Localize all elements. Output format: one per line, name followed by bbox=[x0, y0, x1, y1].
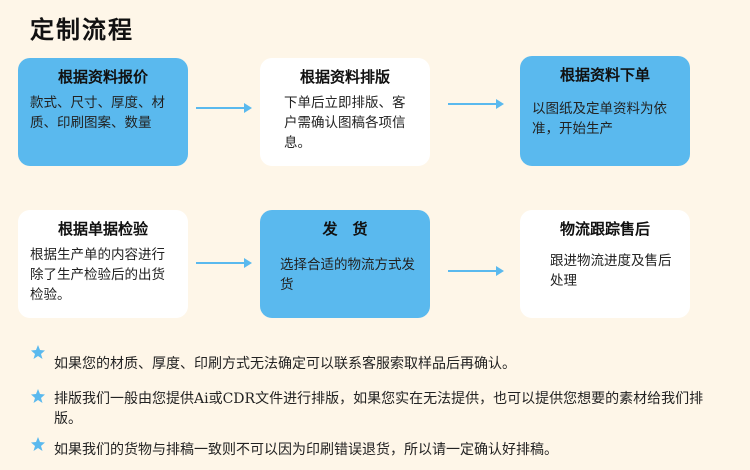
puzzle-star-icon bbox=[31, 389, 45, 403]
step-body: 跟进物流进度及售后处理 bbox=[550, 253, 672, 289]
flow-arrow bbox=[196, 258, 252, 268]
step-body: 款式、尺寸、厚度、材质、印刷图案、数量 bbox=[30, 95, 165, 131]
puzzle-star-icon bbox=[31, 437, 45, 451]
step-body: 下单后立即排版、客户需确认图稿各项信息。 bbox=[284, 95, 406, 151]
step-heading: 根据资料下单 bbox=[559, 66, 650, 84]
step-aftersales-box: 物流跟踪售后 跟进物流进度及售后处理 bbox=[520, 210, 690, 318]
step-heading: 根据资料排版 bbox=[299, 68, 390, 86]
step-heading: 物流跟踪售后 bbox=[559, 220, 650, 238]
flow-arrow bbox=[196, 103, 252, 113]
step-layout-box: 根据资料排版 下单后立即排版、客户需确认图稿各项信息。 bbox=[260, 58, 430, 166]
step-body: 选择合适的物流方式发货 bbox=[280, 257, 415, 293]
step-quote-box: 根据资料报价 款式、尺寸、厚度、材质、印刷图案、数量 bbox=[18, 58, 188, 166]
page-title: 定制流程 bbox=[30, 16, 134, 44]
step-inspection-box: 根据单据检验 根据生产单的内容进行除了生产检验后的出货检验。 bbox=[18, 210, 188, 318]
step-body: 根据生产单的内容进行除了生产检验后的出货检验。 bbox=[30, 247, 165, 303]
step-order-box: 根据资料下单 以图纸及定单资料为依准，开始生产 bbox=[520, 56, 690, 166]
flow-arrow bbox=[448, 99, 504, 109]
step-heading: 根据资料报价 bbox=[57, 68, 148, 86]
step-shipping-box: 发 货 选择合适的物流方式发货 bbox=[260, 210, 430, 318]
step-heading: 根据单据检验 bbox=[57, 220, 148, 238]
step-body: 以图纸及定单资料为依准，开始生产 bbox=[532, 101, 667, 137]
flow-arrow bbox=[448, 266, 504, 276]
note-item: 如果我们的货物与排稿一致则不可以因为印刷错误退货，所以请一定确认好排稿。 bbox=[54, 442, 558, 458]
note-item: 如果您的材质、厚度、印刷方式无法确定可以联系客服索取样品后再确认。 bbox=[54, 356, 516, 372]
puzzle-star-icon bbox=[31, 345, 45, 359]
step-heading: 发 货 bbox=[322, 220, 368, 238]
note-item: 排版我们一般由您提供Ai或CDR文件进行排版，如果您实在无法提供，也可以提供您想… bbox=[54, 391, 704, 427]
